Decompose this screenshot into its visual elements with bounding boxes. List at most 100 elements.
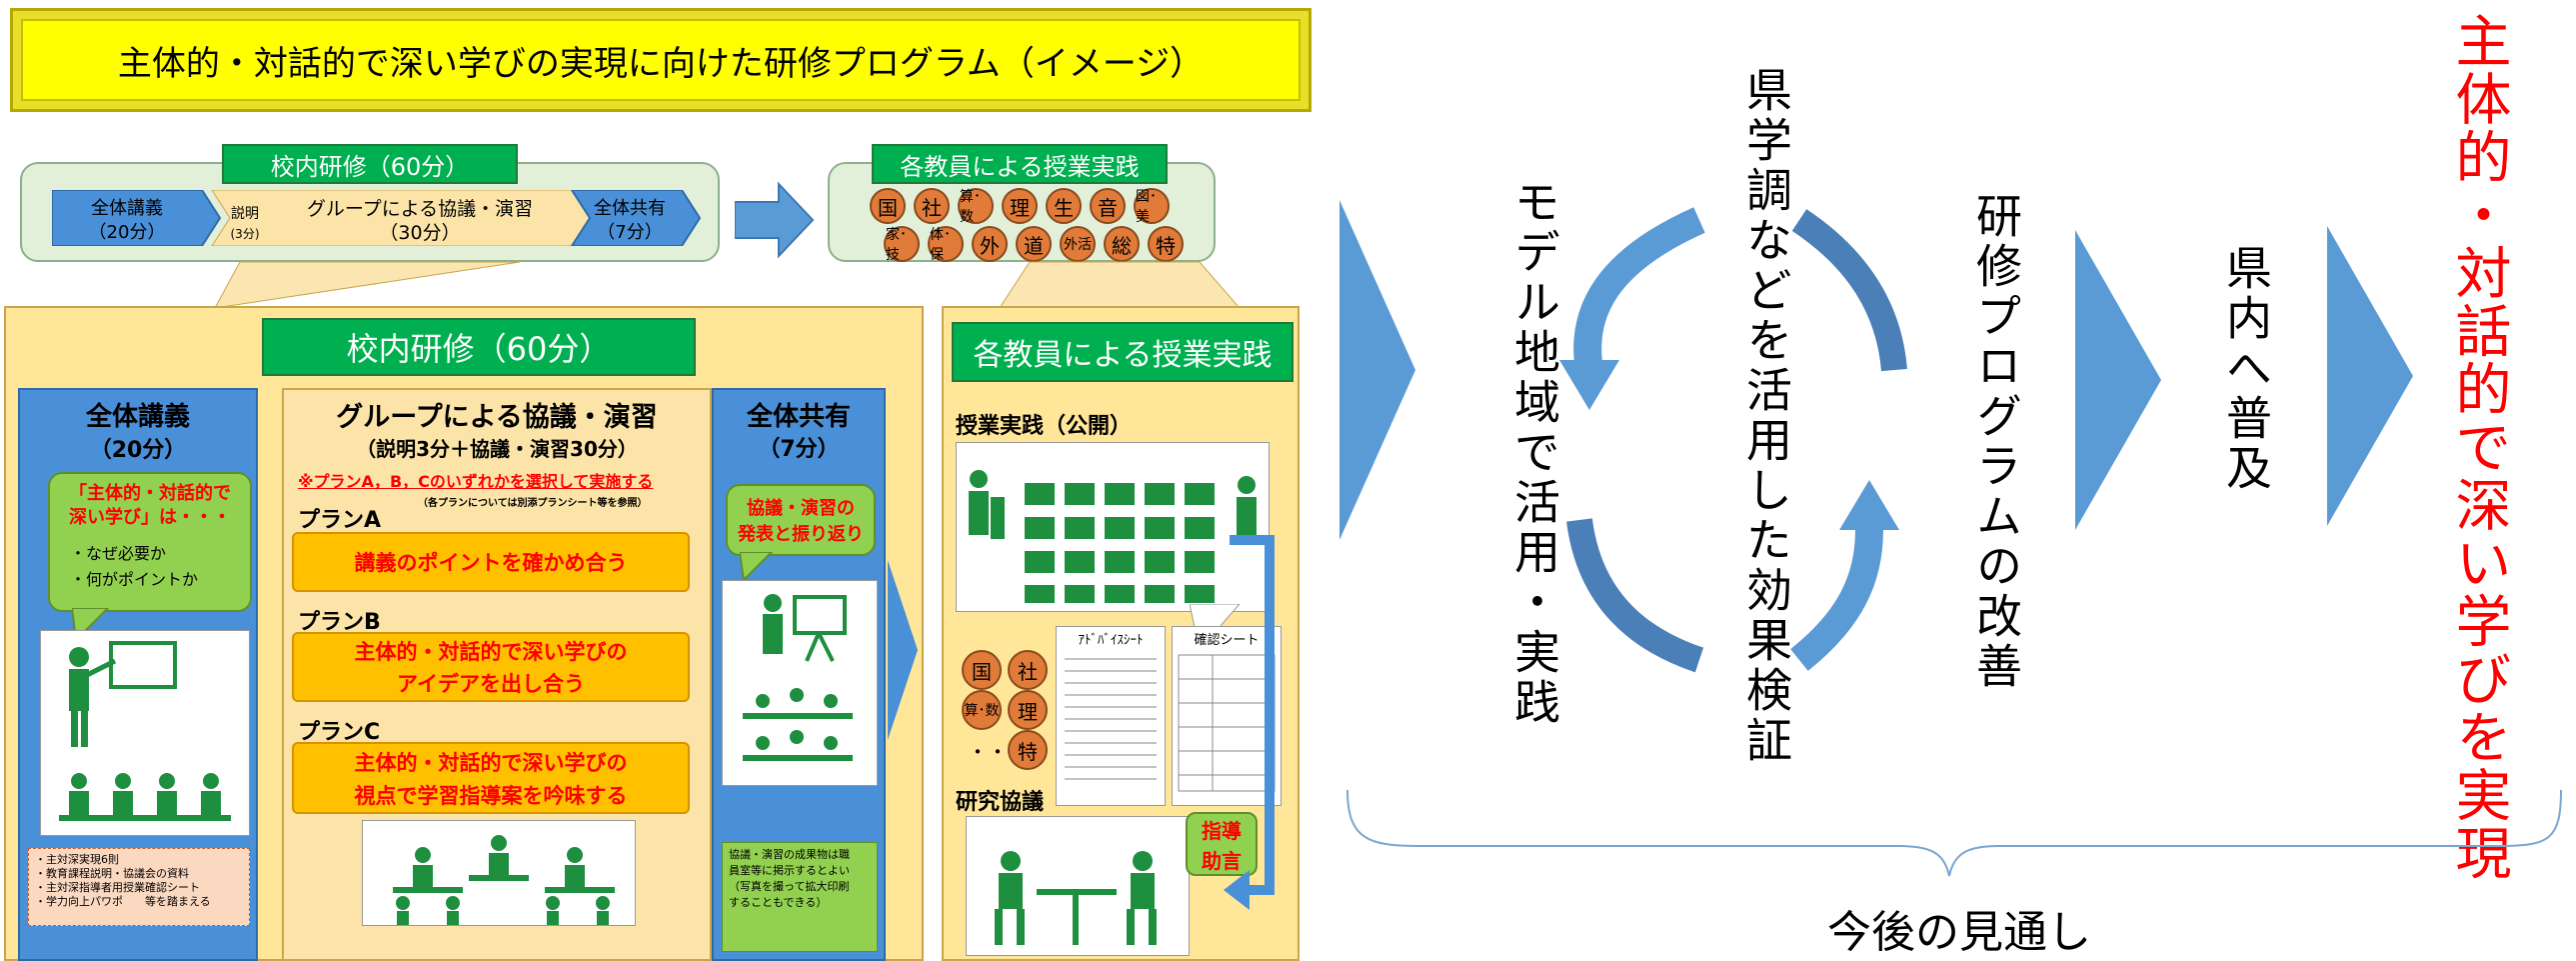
advice-sheet: ｱﾄﾞﾊﾞｲｽｼｰﾄ (1056, 626, 1166, 806)
share-bubble (726, 484, 876, 556)
lecture-bubble-title2: 深い学び」は・・・ (69, 507, 231, 528)
cycle-right-text: 研修プログラムの改善 (1969, 192, 2023, 692)
lecture-bubble (48, 472, 252, 612)
presentation-icon (743, 594, 853, 761)
guidance-line2: 助言 (1202, 848, 1242, 873)
share-note-line: 協議・演習の成果物は職 (729, 848, 850, 861)
return-arrow-icon (1224, 535, 1275, 910)
summary-setsumei: 説明 (231, 206, 259, 222)
plan-c-name: プランC (298, 720, 381, 745)
group-chevron (211, 190, 601, 246)
cycle-middle-text: 県学調などを活用した効果検証 (1739, 66, 1793, 766)
share-heading: 全体共有 (746, 401, 851, 432)
share-arrow-icon (888, 560, 918, 740)
plan-b-line2: アイデアを出し合う (397, 672, 585, 696)
subject-circle: 国 (870, 188, 906, 224)
plan-b-name: プランB (298, 610, 381, 635)
lecture-time: （20分） (89, 438, 187, 463)
page-title: 主体的・対話的で深い学びの実現に向けた研修プログラム（イメージ） (10, 8, 1311, 112)
lecture-illustration (40, 630, 250, 836)
big-arrow-2-icon (2075, 230, 2161, 530)
lecture-bubble-item2: ・何がポイントか (70, 570, 199, 589)
group-notice-small: （各プランについては別添プランシート等を参照） (418, 498, 648, 509)
subject-circle: 社 (914, 188, 950, 224)
plan-a-box: 講義のポイントを確かめ合う (292, 532, 690, 592)
subject-circle: 図･美 (1134, 188, 1170, 225)
group-notice: ※プランA，B，Cのいずれかを選択して実施する (298, 472, 654, 491)
practice-subject-dots: ・・・ (968, 740, 1028, 764)
page-title-text: 主体的・対話的で深い学びの実現に向けた研修プログラム（イメージ） (117, 43, 1205, 84)
summary-chevron-row (52, 190, 702, 246)
summary-group-time: （30分） (379, 221, 461, 244)
lecture-notes: ・主対深実現6則 ・教育課程説明・協議会の資料 ・主対深指導者用授業確認シート … (28, 848, 250, 926)
group-sub: （説明3分＋協議・演習30分） (356, 436, 638, 461)
summary-lecture-time: （20分） (88, 222, 166, 243)
lecture-note: ・主対深実現6則 (35, 853, 119, 866)
research-illustration (966, 816, 1190, 956)
subject-circle: 音 (1090, 188, 1126, 224)
lecture-heading: 全体講義 (85, 401, 190, 432)
summary-arrow-icon (735, 181, 815, 259)
group-illustration (362, 820, 636, 926)
cycle-arrows-icon (1559, 207, 1907, 673)
practice-subject-circle: 国 (962, 650, 1002, 690)
share-bubble-tail (740, 552, 774, 582)
jugyou-summary-tag-text: 各教員による授業実践 (900, 152, 1140, 181)
plan-c-line1: 主体的・対話的で深い学びの (354, 751, 628, 775)
practice-subject-circle: 社 (1008, 650, 1048, 690)
check-sheet-title: 確認シート (1194, 632, 1260, 648)
open-class-label: 授業実践（公開） (956, 414, 1133, 439)
practice-tag-text: 各教員による授業実践 (973, 338, 1273, 373)
plan-b-line1: 主体的・対話的で深い学びの (354, 640, 628, 664)
lecture-bubble-item1: ・なぜ必要か (70, 544, 167, 563)
group-discussion-icon (393, 835, 615, 925)
summary-lecture-label: 全体講義 (91, 198, 163, 219)
goal-text: 主体的・対話的で深い学びを実現 (2446, 12, 2511, 882)
share-note-line: （写真を撮って拡大印刷 (729, 880, 850, 893)
subject-circle: 外活 (1060, 226, 1096, 262)
plan-b-box: 主体的・対話的で深い学びの アイデアを出し合う (292, 632, 690, 702)
share-time: （7分） (758, 437, 840, 462)
big-arrow-1-icon (1339, 200, 1415, 540)
open-class-illustration (956, 442, 1270, 612)
summary-group-label: グループによる協議・演習 (306, 197, 534, 220)
lecture-note: ・学力向上パワポ 等を踏まえる (35, 895, 211, 908)
plan-c-box: 主体的・対話的で深い学びの 視点で学習指導案を吟味する (292, 742, 690, 814)
kounai-summary-tag-text: 校内研修（60分） (270, 152, 470, 181)
guidance-bubble: 指導 助言 (1186, 812, 1258, 876)
kounai-summary-tag: 校内研修（60分） (222, 144, 518, 184)
subject-circle: 体･保 (928, 226, 964, 263)
share-bubble-line1: 協議・演習の (747, 498, 855, 519)
plan-a-text: 講義のポイントを確かめ合う (354, 551, 628, 575)
outlook-bracket (1346, 789, 2562, 877)
share-note-line: することもできる） (729, 896, 828, 909)
plan-c-line2: 視点で学習指導案を吟味する (354, 784, 628, 808)
guidance-line1: 指導 (1202, 818, 1242, 843)
lecture-note: ・教育課程説明・協議会の資料 (35, 867, 189, 880)
summary-setsumei-time: (3分) (230, 226, 260, 241)
group-heading: グループによる協議・演習 (336, 401, 658, 433)
advice-sheet-title: ｱﾄﾞﾊﾞｲｽｼｰﾄ (1078, 632, 1144, 648)
check-sheet: 確認シート (1172, 626, 1282, 806)
subject-circle: 生 (1046, 188, 1082, 224)
jugyou-summary-tag: 各教員による授業実践 (872, 144, 1168, 184)
advice-sheet-lines (1065, 658, 1157, 780)
practice-tag: 各教員による授業実践 (952, 322, 1293, 382)
teacher-audience-icon (59, 641, 231, 821)
subject-circle: 外 (972, 226, 1008, 262)
lecture-chevron (52, 190, 222, 246)
share-bubble-line2: 発表と振り返り (738, 524, 864, 545)
big-arrow-3-icon (2327, 226, 2413, 526)
kounai-detail-tag-text: 校内研修（60分） (346, 330, 612, 368)
share-note: 協議・演習の成果物は職 員室等に掲示するとよい （写真を撮って拡大印刷 すること… (722, 842, 878, 952)
cycle-left-text: モデル地域で活用・実践 (1507, 178, 1561, 728)
summary-share-time: （7分） (597, 222, 663, 243)
subject-circle: 家･技 (884, 226, 920, 263)
practice-subject-circle: 算･数 (962, 690, 1002, 730)
lecture-note: ・主対深指導者用授業確認シート (35, 881, 200, 894)
plan-a-name: プランA (298, 508, 382, 533)
summary-share-label: 全体共有 (594, 198, 666, 219)
subject-circle: 特 (1148, 226, 1184, 262)
share-chevron (570, 190, 702, 246)
research-label: 研究協議 (956, 790, 1045, 815)
